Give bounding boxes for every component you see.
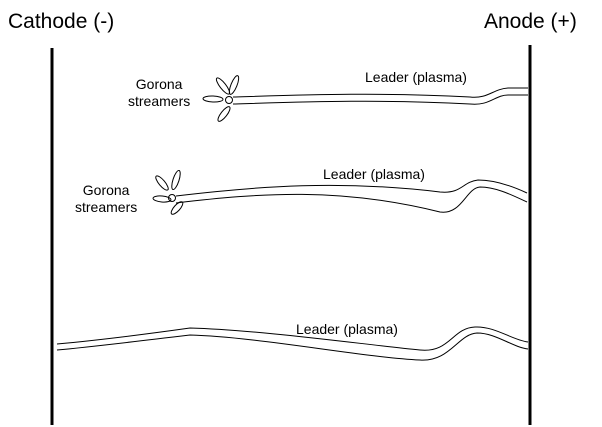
anode-label: Anode (+) xyxy=(484,10,577,33)
leader-channel-1 xyxy=(232,87,528,105)
corona-label-1-line1: Gorona xyxy=(135,76,183,92)
corona-label-2-line2: streamers xyxy=(75,199,138,215)
leader-channel-3 xyxy=(56,326,529,361)
corona-label-1-line2: streamers xyxy=(128,93,191,109)
corona-label-1: Gorona streamers xyxy=(128,76,190,110)
corona-streamers-1 xyxy=(202,75,240,122)
corona-streamers-2 xyxy=(152,169,184,215)
cathode-label: Cathode (-) xyxy=(8,10,115,33)
leader-label-1: Leader (plasma) xyxy=(365,69,467,85)
corona-label-2: Gorona streamers xyxy=(75,182,137,216)
corona-label-2-line1: Gorona xyxy=(82,182,130,198)
leader-channel-2 xyxy=(175,179,528,213)
leader-label-3: Leader (plasma) xyxy=(296,321,398,337)
leader-label-2: Leader (plasma) xyxy=(323,166,425,182)
